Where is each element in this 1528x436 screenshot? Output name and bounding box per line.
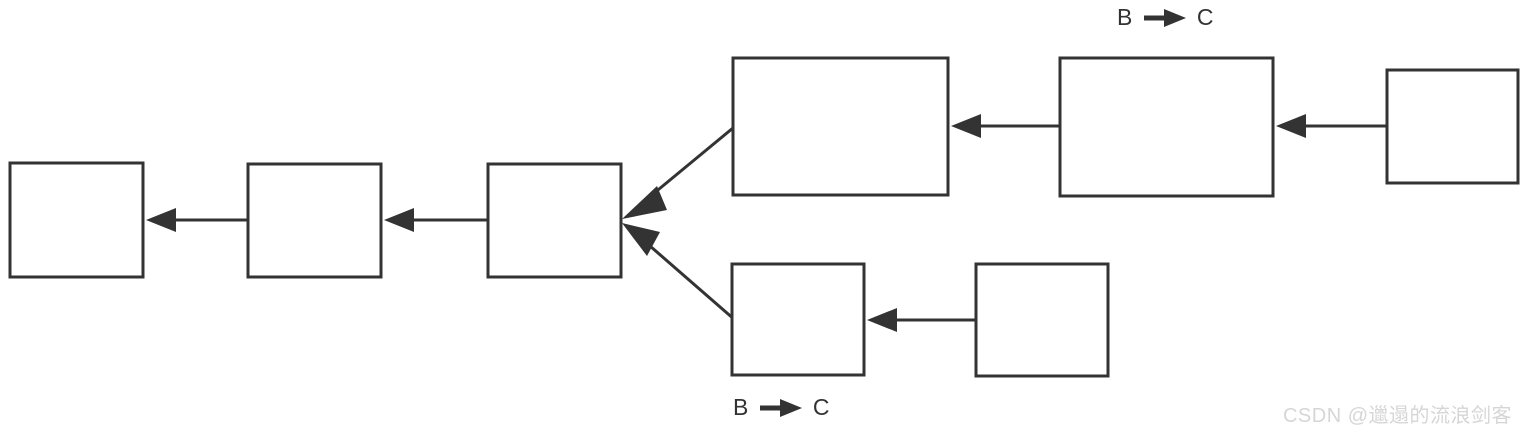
legend-top: B C (1117, 6, 1214, 29)
arrowhead-icon (622, 186, 667, 219)
node-box-n5[interactable] (1058, 56, 1275, 198)
edge-n6-to-n5 (1276, 114, 1387, 138)
node-box-n2[interactable] (246, 162, 383, 279)
arrowhead-icon (867, 308, 897, 332)
arrowhead-icon (1276, 114, 1306, 138)
node-box-n6[interactable] (1385, 68, 1520, 185)
arrowhead-icon (146, 208, 176, 232)
edge-n5-to-n4 (951, 114, 1060, 138)
arrowhead-icon (951, 114, 981, 138)
legend-top-to: C (1196, 4, 1214, 30)
node-box-n7[interactable] (730, 262, 866, 377)
edge-group (146, 114, 1387, 332)
legend-bottom: B C (733, 396, 830, 419)
arrowhead-icon (622, 223, 660, 256)
node-box-n1[interactable] (8, 161, 145, 279)
right-arrow-icon (1143, 8, 1186, 28)
node-box-n8[interactable] (974, 262, 1110, 378)
node-box-n3[interactable] (486, 162, 623, 279)
edge-n2-to-n1 (146, 208, 248, 232)
watermark: CSDN @邋遢的流浪剑客 (1282, 405, 1512, 427)
edge-n4-to-n3 (622, 126, 734, 219)
node-box-n4[interactable] (731, 56, 950, 197)
legend-top-from: B (1117, 4, 1133, 30)
node-group (8, 56, 1520, 378)
edge-line (646, 126, 734, 201)
edge-n8-to-n7 (867, 308, 976, 332)
legend-bottom-to: C (812, 394, 830, 420)
edge-n3-to-n2 (384, 208, 488, 232)
legend-bottom-from: B (733, 394, 749, 420)
right-arrow-icon (759, 398, 802, 418)
edge-line (649, 244, 736, 322)
edge-n7-to-n3 (622, 223, 736, 322)
arrowhead-icon (384, 208, 414, 232)
